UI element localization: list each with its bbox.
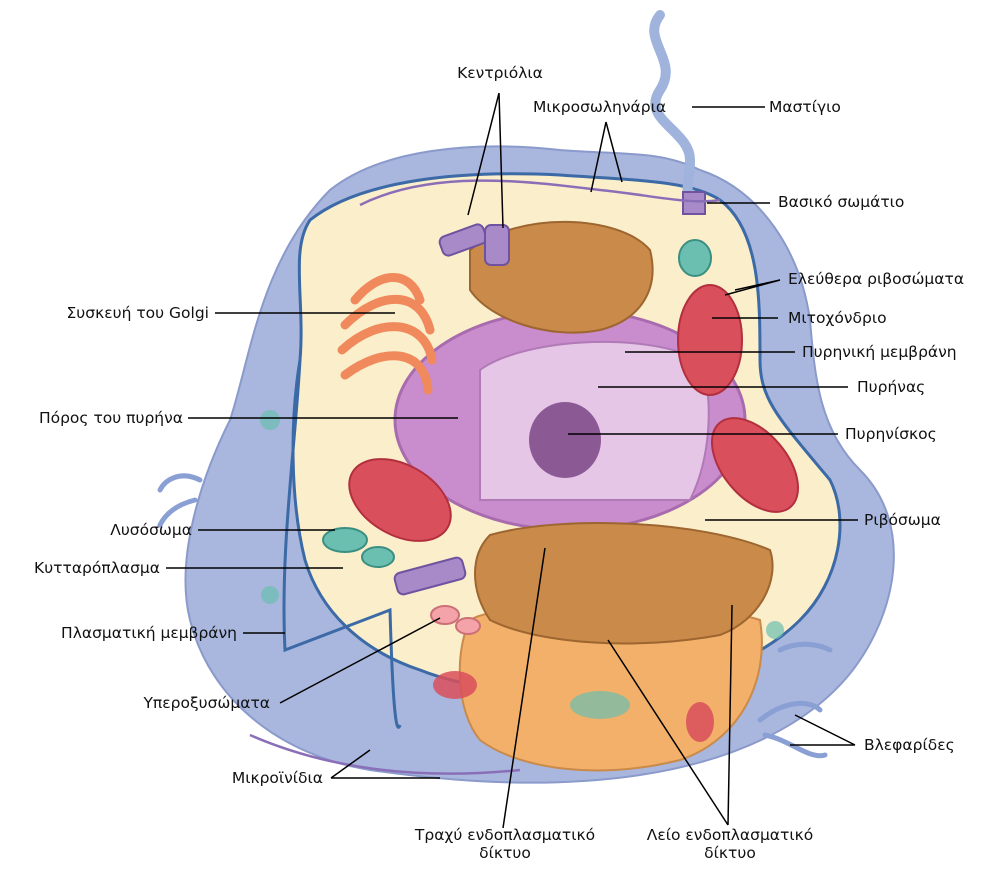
label-mitochondrion: Μιτοχόνδριο <box>788 309 887 327</box>
vesicle <box>686 702 714 742</box>
label-microtubules: Μικροσωληνάρια <box>533 98 666 116</box>
label-ribosome: Ριβόσωμα <box>864 511 941 529</box>
label-nuclear-membrane: Πυρηνική μεμβράνη <box>802 343 957 361</box>
label-nucleus: Πυρήνας <box>857 378 925 396</box>
rough-er-bottom <box>475 523 773 643</box>
label-centrioles: Κεντριόλια <box>420 64 580 82</box>
label-smooth-er-line2: δίκτυο <box>615 844 845 862</box>
label-flagellum: Μαστίγιο <box>769 98 841 116</box>
label-free-ribosomes: Ελεύθερα ριβοσώματα <box>788 270 964 288</box>
label-rough-er-line2: δίκτυο <box>380 844 630 862</box>
vesicle <box>433 671 477 699</box>
centriole-2 <box>485 225 509 265</box>
basal-body <box>683 192 705 214</box>
label-smooth-er-line1: Λείο ενδοπλασματικό <box>615 826 845 844</box>
label-peroxisomes: Υπεροξυσώματα <box>0 694 270 712</box>
vesicle <box>570 691 630 719</box>
peroxisome-2 <box>456 618 480 634</box>
lysosome-3 <box>679 240 711 276</box>
label-lysosome: Λυσόσωμα <box>0 521 192 539</box>
mitochondrion-1 <box>678 285 742 395</box>
vesicle <box>260 410 280 430</box>
lysosome <box>323 528 367 552</box>
label-rough-er-line1: Τραχύ ενδοπλασματικό <box>380 826 630 844</box>
label-microfilaments: Μικροϊνίδια <box>0 769 323 787</box>
label-nuclear-pore: Πόρος του πυρήνα <box>0 409 183 427</box>
label-basal-body: Βασικό σωμάτιο <box>778 193 904 211</box>
label-nucleolus: Πυρηνίσκος <box>845 425 937 443</box>
label-plasma-membrane: Πλασματική μεμβράνη <box>0 624 237 642</box>
label-cytoplasm: Κυτταρόπλασμα <box>0 559 160 577</box>
label-golgi: Συσκευή του Golgi <box>0 304 209 322</box>
nucleolus <box>529 402 601 478</box>
vesicle <box>766 621 784 639</box>
vesicle <box>261 586 279 604</box>
label-cilia: Βλεφαρίδες <box>864 736 955 754</box>
lysosome-2 <box>362 547 394 567</box>
